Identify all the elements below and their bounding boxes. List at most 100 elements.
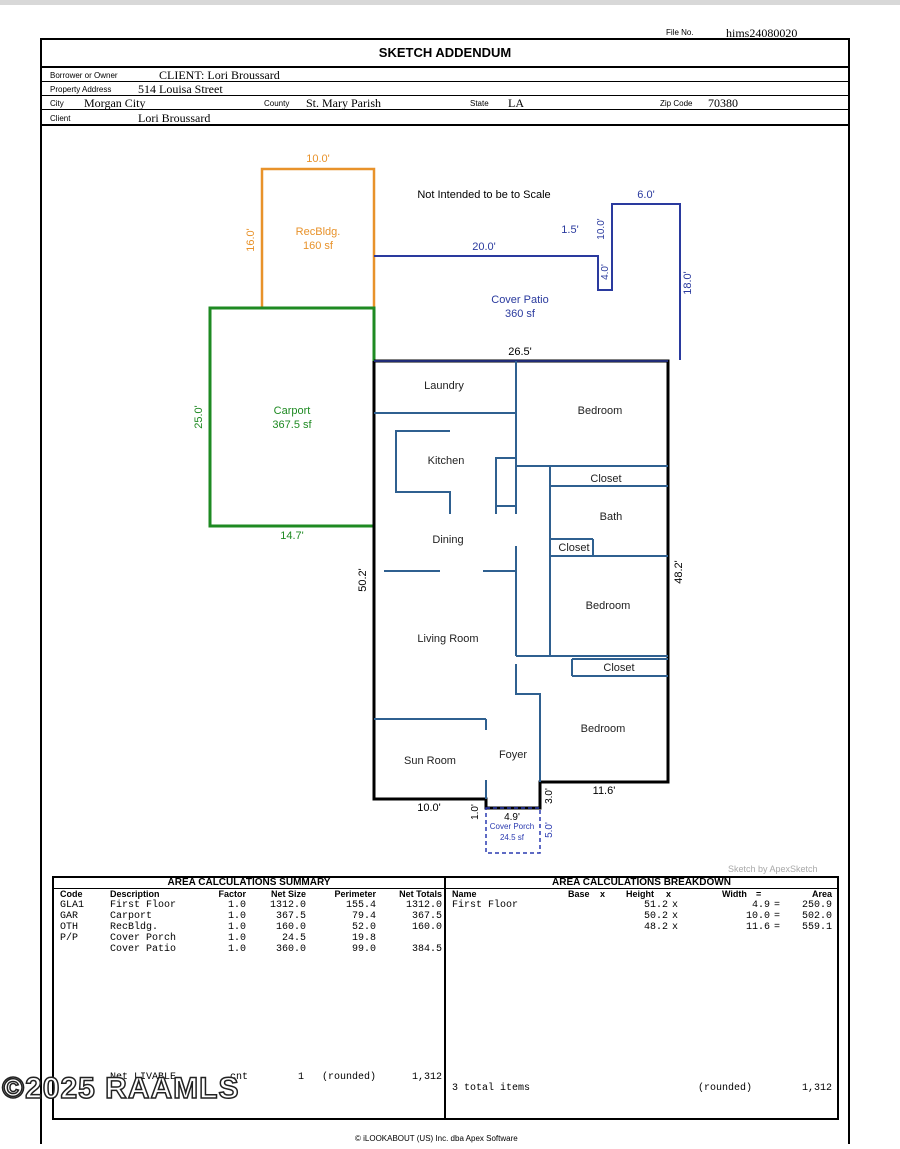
room-bath: Bath	[600, 511, 623, 523]
county-value: St. Mary Parish	[306, 96, 381, 110]
interior-walls	[374, 361, 668, 799]
addendum-frame	[40, 38, 850, 1144]
zip-value: 70380	[708, 96, 738, 110]
summary-cell: First Floor	[110, 900, 177, 911]
room-closet-2: Closet	[558, 542, 589, 554]
breakdown-header-base: Base	[568, 889, 590, 899]
porch-dim-right: 5.0'	[544, 822, 555, 838]
cnt-value: 1	[297, 1072, 304, 1083]
net-livable-label: Net LIVABLE	[110, 1072, 177, 1083]
cover-patio-outline	[374, 203, 681, 360]
breakdown-cell: 50.2	[643, 911, 668, 922]
breakdown-cell: 48.2	[643, 922, 668, 933]
rec-bldg-area: 160 sf	[303, 240, 334, 252]
city-label: City	[50, 99, 64, 108]
rec-bldg-dim-top: 10.0'	[306, 153, 330, 165]
borrower-value: CLIENT: Lori Broussard	[159, 68, 280, 82]
breakdown-rounded-label: (rounded)	[698, 1083, 753, 1094]
summary-cell: RecBldg.	[110, 922, 159, 933]
carport-outline	[208, 306, 376, 528]
porch-dim-top: 4.9'	[504, 812, 520, 823]
patio-dim-d: 4.0'	[600, 264, 611, 280]
room-bedroom-3: Bedroom	[581, 723, 626, 735]
cnt-label: cnt	[230, 1072, 249, 1083]
area-summary-table: AREA CALCULATIONS SUMMARY Code Descripti…	[54, 878, 446, 1118]
client-label: Client	[50, 114, 71, 123]
patio-dim-top: 20.0'	[472, 241, 496, 253]
sketch-credit: Sketch by ApexSketch	[728, 864, 818, 874]
summary-cell: 1.0	[227, 944, 246, 955]
file-no-value: hims24080020	[726, 26, 798, 40]
breakdown-title: AREA CALCULATIONS BREAKDOWN	[446, 878, 837, 889]
breakdown-cell: 4.9	[751, 900, 770, 911]
patio-dim-bottom: 26.5'	[508, 346, 532, 358]
sketch-area	[42, 124, 848, 864]
net-livable-value: 1,312	[411, 1072, 442, 1083]
patio-dim-a: 1.5'	[561, 224, 578, 236]
summary-header-perimeter: Perimeter	[334, 889, 376, 899]
footer-credit: © iLOOKABOUT (US) Inc. dba Apex Software	[355, 1134, 518, 1143]
area-breakdown-table: AREA CALCULATIONS BREAKDOWN Name Base x …	[446, 878, 837, 1118]
summary-rounded-label: (rounded)	[322, 1072, 377, 1083]
breakdown-cell: 559.1	[801, 922, 832, 933]
summary-cell: 367.5	[275, 911, 306, 922]
summary-net-livable-row: Net LIVABLE cnt 1 (rounded) 1,312	[54, 1072, 446, 1083]
summary-cell: Carport	[110, 911, 153, 922]
carport-area: 367.5 sf	[272, 419, 312, 431]
breakdown-cell: x	[672, 922, 679, 933]
rec-bldg-dim-left: 16.0'	[245, 228, 257, 252]
patio-dim-c: 6.0'	[637, 189, 654, 201]
breakdown-header-x2: x	[666, 889, 672, 899]
room-bedroom-2: Bedroom	[586, 600, 631, 612]
breakdown-total-value: 1,312	[801, 1083, 832, 1094]
breakdown-cell: 502.0	[801, 911, 832, 922]
breakdown-header-eq: =	[756, 889, 762, 899]
total-items-label: 3 total items	[452, 1083, 531, 1094]
room-dining: Dining	[432, 534, 463, 546]
breakdown-cell: =	[774, 900, 781, 911]
summary-cell: 360.0	[275, 944, 306, 955]
address-row: Property Address 514 Louisa Street	[42, 82, 848, 96]
summary-cell: 1.0	[227, 900, 246, 911]
house-dim-bottom-left: 10.0'	[417, 802, 441, 814]
summary-cell: Cover Patio	[110, 944, 177, 955]
page-title: SKETCH ADDENDUM	[40, 38, 850, 68]
summary-header-net-size: Net Size	[270, 889, 306, 899]
breakdown-cell: x	[672, 900, 679, 911]
house-dim-bottom-right: 11.6'	[593, 785, 616, 797]
room-sun-room: Sun Room	[404, 755, 456, 767]
breakdown-header-name: Name	[452, 889, 477, 899]
borrower-row: Borrower or Owner CLIENT: Lori Broussard	[42, 68, 848, 82]
breakdown-total-row: 3 total items (rounded) 1,312	[446, 1083, 837, 1094]
house-dim-left: 50.2'	[357, 568, 369, 592]
breakdown-header-width: Width	[722, 889, 747, 899]
breakdown-cell: x	[672, 911, 679, 922]
summary-cell: GLA1	[60, 900, 85, 911]
summary-header-description: Description	[110, 889, 160, 899]
address-label: Property Address	[50, 85, 112, 94]
summary-cell: 52.0	[351, 922, 376, 933]
summary-cell: 1312.0	[269, 900, 306, 911]
room-bedroom-1: Bedroom	[578, 405, 623, 417]
summary-cell: 79.4	[351, 911, 376, 922]
summary-cell: 19.8	[351, 933, 376, 944]
breakdown-cell: First Floor	[452, 900, 519, 911]
borrower-label: Borrower or Owner	[50, 71, 118, 80]
note-not-to-scale: Not Intended to be to Scale	[417, 189, 550, 201]
client-row: Client Lori Broussard	[42, 110, 848, 125]
patio-dim-b: 10.0'	[596, 218, 607, 239]
house-dim-right: 48.2'	[673, 560, 685, 584]
top-border	[0, 0, 900, 5]
breakdown-header-x1: x	[600, 889, 606, 899]
breakdown-cell: 10.0	[745, 911, 770, 922]
room-laundry: Laundry	[424, 380, 464, 392]
summary-cell: 1.0	[227, 911, 246, 922]
house-outline	[372, 359, 670, 810]
summary-header-net-totals: Net Totals	[399, 889, 442, 899]
